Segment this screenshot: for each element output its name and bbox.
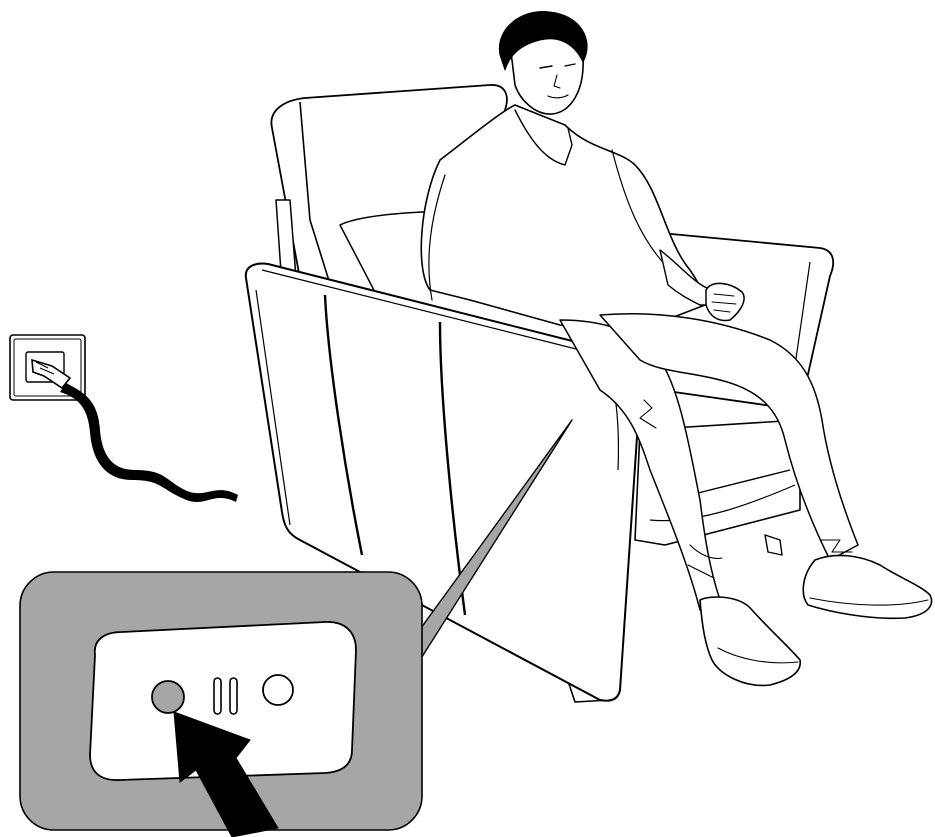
power-cord-icon	[60, 383, 238, 502]
secondary-button	[263, 675, 293, 705]
power-button	[152, 681, 184, 713]
person-right-shoe	[803, 555, 931, 618]
person-left-shoe	[700, 597, 800, 685]
